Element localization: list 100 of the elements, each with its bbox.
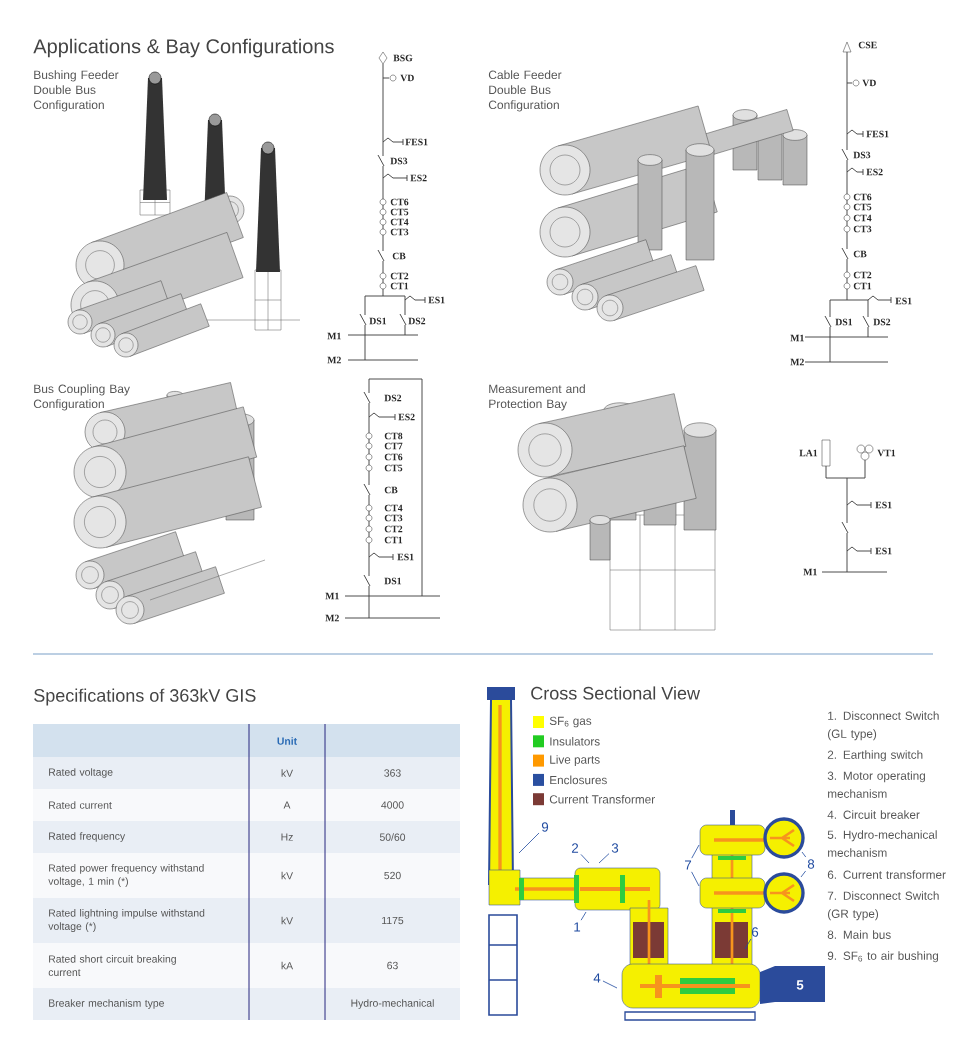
callout-number: 4 [593,973,601,983]
list-item: 6. Current transformer [827,870,946,879]
table-cell: kV [249,853,325,898]
device-label: M2 [790,358,804,366]
device-label: M1 [803,568,817,576]
device-label: CT6 [390,198,409,206]
device-label: DS3 [853,151,871,159]
device-label: CT1 [853,282,872,290]
legend-label: Insulators [550,737,600,746]
list-item: 8. Main bus [827,930,891,939]
callout-number: 1 [574,922,581,932]
callout-number: 5 [796,980,804,990]
bay-caption: Measurement and Protection Bay [489,384,585,411]
leader-line [602,980,618,989]
callout-number: 7 [685,860,692,870]
list-item: 7. Disconnect Switch (GR type) [827,891,939,921]
table-header: Unit [249,724,325,757]
device-label: FES1 [405,138,428,146]
device-label: CT5 [390,208,409,216]
callout-number: 6 [751,927,759,937]
section-title: Cross Sectional View [531,686,701,700]
table-cell: 50/60 [325,821,460,853]
device-label: DS3 [390,157,408,165]
device-label: ES1 [895,297,912,305]
device-label: CT4 [384,504,403,512]
device-label: LA1 [799,449,818,457]
device-label: DS2 [384,394,402,402]
leader-line [691,844,700,859]
device-label: DS2 [408,317,426,325]
device-label: CT1 [390,282,409,290]
device-label: M2 [327,356,341,364]
table-cell: 63 [325,943,460,988]
device-label: ES2 [398,413,415,421]
device-label: ES1 [428,296,445,304]
device-label: VT1 [877,449,896,457]
leader-line [801,851,807,858]
bay-caption: Bushing Feeder Double Bus Configuration [33,70,119,112]
legend-label: Enclosures [550,775,607,785]
list-item: 9. SF$_{6}$ to air bushing [827,951,939,963]
list-item: 3. Motor operating mechanism [827,771,925,798]
device-label: CT4 [390,218,409,226]
device-label: CB [384,486,398,494]
device-label: DS1 [369,317,387,325]
device-label: CT6 [384,453,403,461]
device-label: BSG [393,54,413,62]
table-cell: 4000 [325,789,460,821]
device-label: CT5 [853,203,872,211]
device-label: CT5 [384,464,403,472]
table-cell: 1175 [325,898,460,943]
device-label: DS1 [384,577,402,585]
leader-line [580,911,587,921]
device-label: CB [853,250,867,258]
device-label: CSE [858,41,877,49]
device-label: M1 [325,592,339,600]
device-label: CT3 [853,225,872,233]
list-item: 5. Hydro-mechanical mechanism [827,830,937,857]
device-label: CT3 [390,228,409,236]
device-label: CT6 [853,193,872,201]
leader-line [598,853,610,864]
leader-line [744,938,752,950]
device-label: ES1 [875,547,892,555]
bay-caption: Cable Feeder Double Bus Configuration [488,70,562,112]
table-cell: kV [249,757,325,789]
table-cell: kV [249,898,325,943]
table-cell: A [249,789,325,821]
device-label: CT8 [384,432,403,440]
device-label: M1 [790,334,804,342]
device-label: ES1 [397,553,414,561]
legend-label: Current Transformer [549,794,655,804]
device-label: FES1 [866,130,889,138]
list-item: 1. Disconnect Switch (GL type) [828,711,939,741]
device-label: CB [392,252,406,260]
device-label: ES2 [410,174,427,182]
callout-number: 8 [807,859,815,869]
bay-caption: Bus Coupling Bay Configuration [33,384,130,411]
device-label: CT2 [384,525,403,533]
device-label: CT2 [390,272,409,280]
callout-number: 3 [611,843,619,853]
legend-label: SF$_{6}$ gas [549,716,592,728]
device-label: ES1 [875,501,892,509]
device-label: CT4 [853,214,872,222]
legend-label: Live parts [550,755,600,767]
device-label: CT7 [384,442,403,450]
table-cell: Hydro-mechanical [325,988,460,1020]
device-label: ES2 [866,168,883,176]
callout-number: 2 [571,843,579,853]
table-cell: kA [249,943,325,988]
leader-line [691,871,700,887]
device-label: VD [400,74,414,82]
callout-number: 9 [541,822,549,832]
device-label: DS2 [873,318,891,326]
device-label: VD [862,79,876,87]
device-label: CT3 [384,514,403,522]
list-item: 4. Circuit breaker [827,810,920,819]
table-cell: 363 [325,757,460,789]
list-item: 2. Earthing switch [827,750,923,762]
page-title: Applications & Bay Configurations [33,38,334,58]
device-label: DS1 [835,318,853,326]
section-title: Specifications of 363kV GIS [34,688,256,706]
leader-line [580,854,590,864]
